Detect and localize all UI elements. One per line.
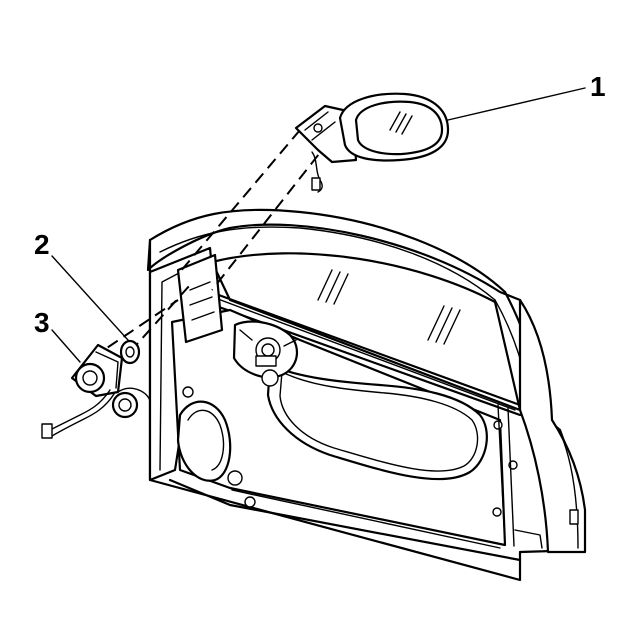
door-rear-edge — [518, 298, 587, 554]
alignment-line-mirror-lower — [211, 139, 331, 291]
alignment-line-grommet — [129, 284, 191, 353]
door-sill — [168, 478, 522, 562]
window-regulator — [232, 320, 299, 387]
mirror-mount-patch — [176, 253, 224, 344]
rear-channel-bracket — [514, 529, 543, 549]
window-glass — [210, 252, 522, 412]
mirror-base-ribs — [304, 111, 336, 141]
callout-1: 1 — [590, 71, 606, 102]
harness-connector — [41, 423, 53, 439]
large-access-hole — [266, 363, 488, 481]
alignment-lines — [91, 129, 331, 359]
mirror-mount-ribs — [189, 281, 215, 321]
belt-line-seal — [209, 295, 516, 411]
alignment-line-mirror-upper — [179, 129, 301, 273]
callout-leaders — [51, 87, 586, 363]
window-frame-inner — [159, 226, 496, 301]
glass-reflection-marks — [317, 269, 461, 345]
rear-window-channel — [497, 404, 515, 547]
leader-line-1 — [447, 87, 586, 121]
belt-line-upper — [203, 288, 522, 407]
mirror-base-stud — [313, 123, 323, 133]
door-assembly — [146, 208, 587, 582]
mirror-inner-cover — [70, 343, 124, 398]
speaker-hole-inner — [187, 409, 225, 471]
panel-hole — [492, 507, 502, 517]
mirror-connector — [311, 177, 321, 191]
panel-hole — [493, 420, 503, 430]
panel-hole — [182, 386, 194, 398]
panel-hole — [227, 470, 243, 486]
grommet — [119, 339, 141, 365]
panel-hole — [244, 496, 256, 508]
window-frame-top — [148, 208, 507, 294]
callout-2: 2 — [34, 229, 50, 260]
leader-line-3 — [51, 329, 81, 363]
door-rear-edge-crease — [559, 431, 579, 549]
rear-edge-slot — [569, 509, 579, 525]
leader-line-2 — [51, 255, 129, 341]
speaker-hole — [176, 400, 232, 482]
door-bottom-edge — [231, 489, 501, 549]
harness-grommet — [111, 391, 139, 419]
mirror-glass-reflection — [389, 111, 413, 135]
outside-mirror — [294, 92, 450, 193]
wiring-harness — [41, 387, 151, 439]
alignment-line-cover — [91, 299, 179, 359]
callout-3: 3 — [34, 307, 50, 338]
access-hole-inner-edge — [279, 371, 479, 472]
